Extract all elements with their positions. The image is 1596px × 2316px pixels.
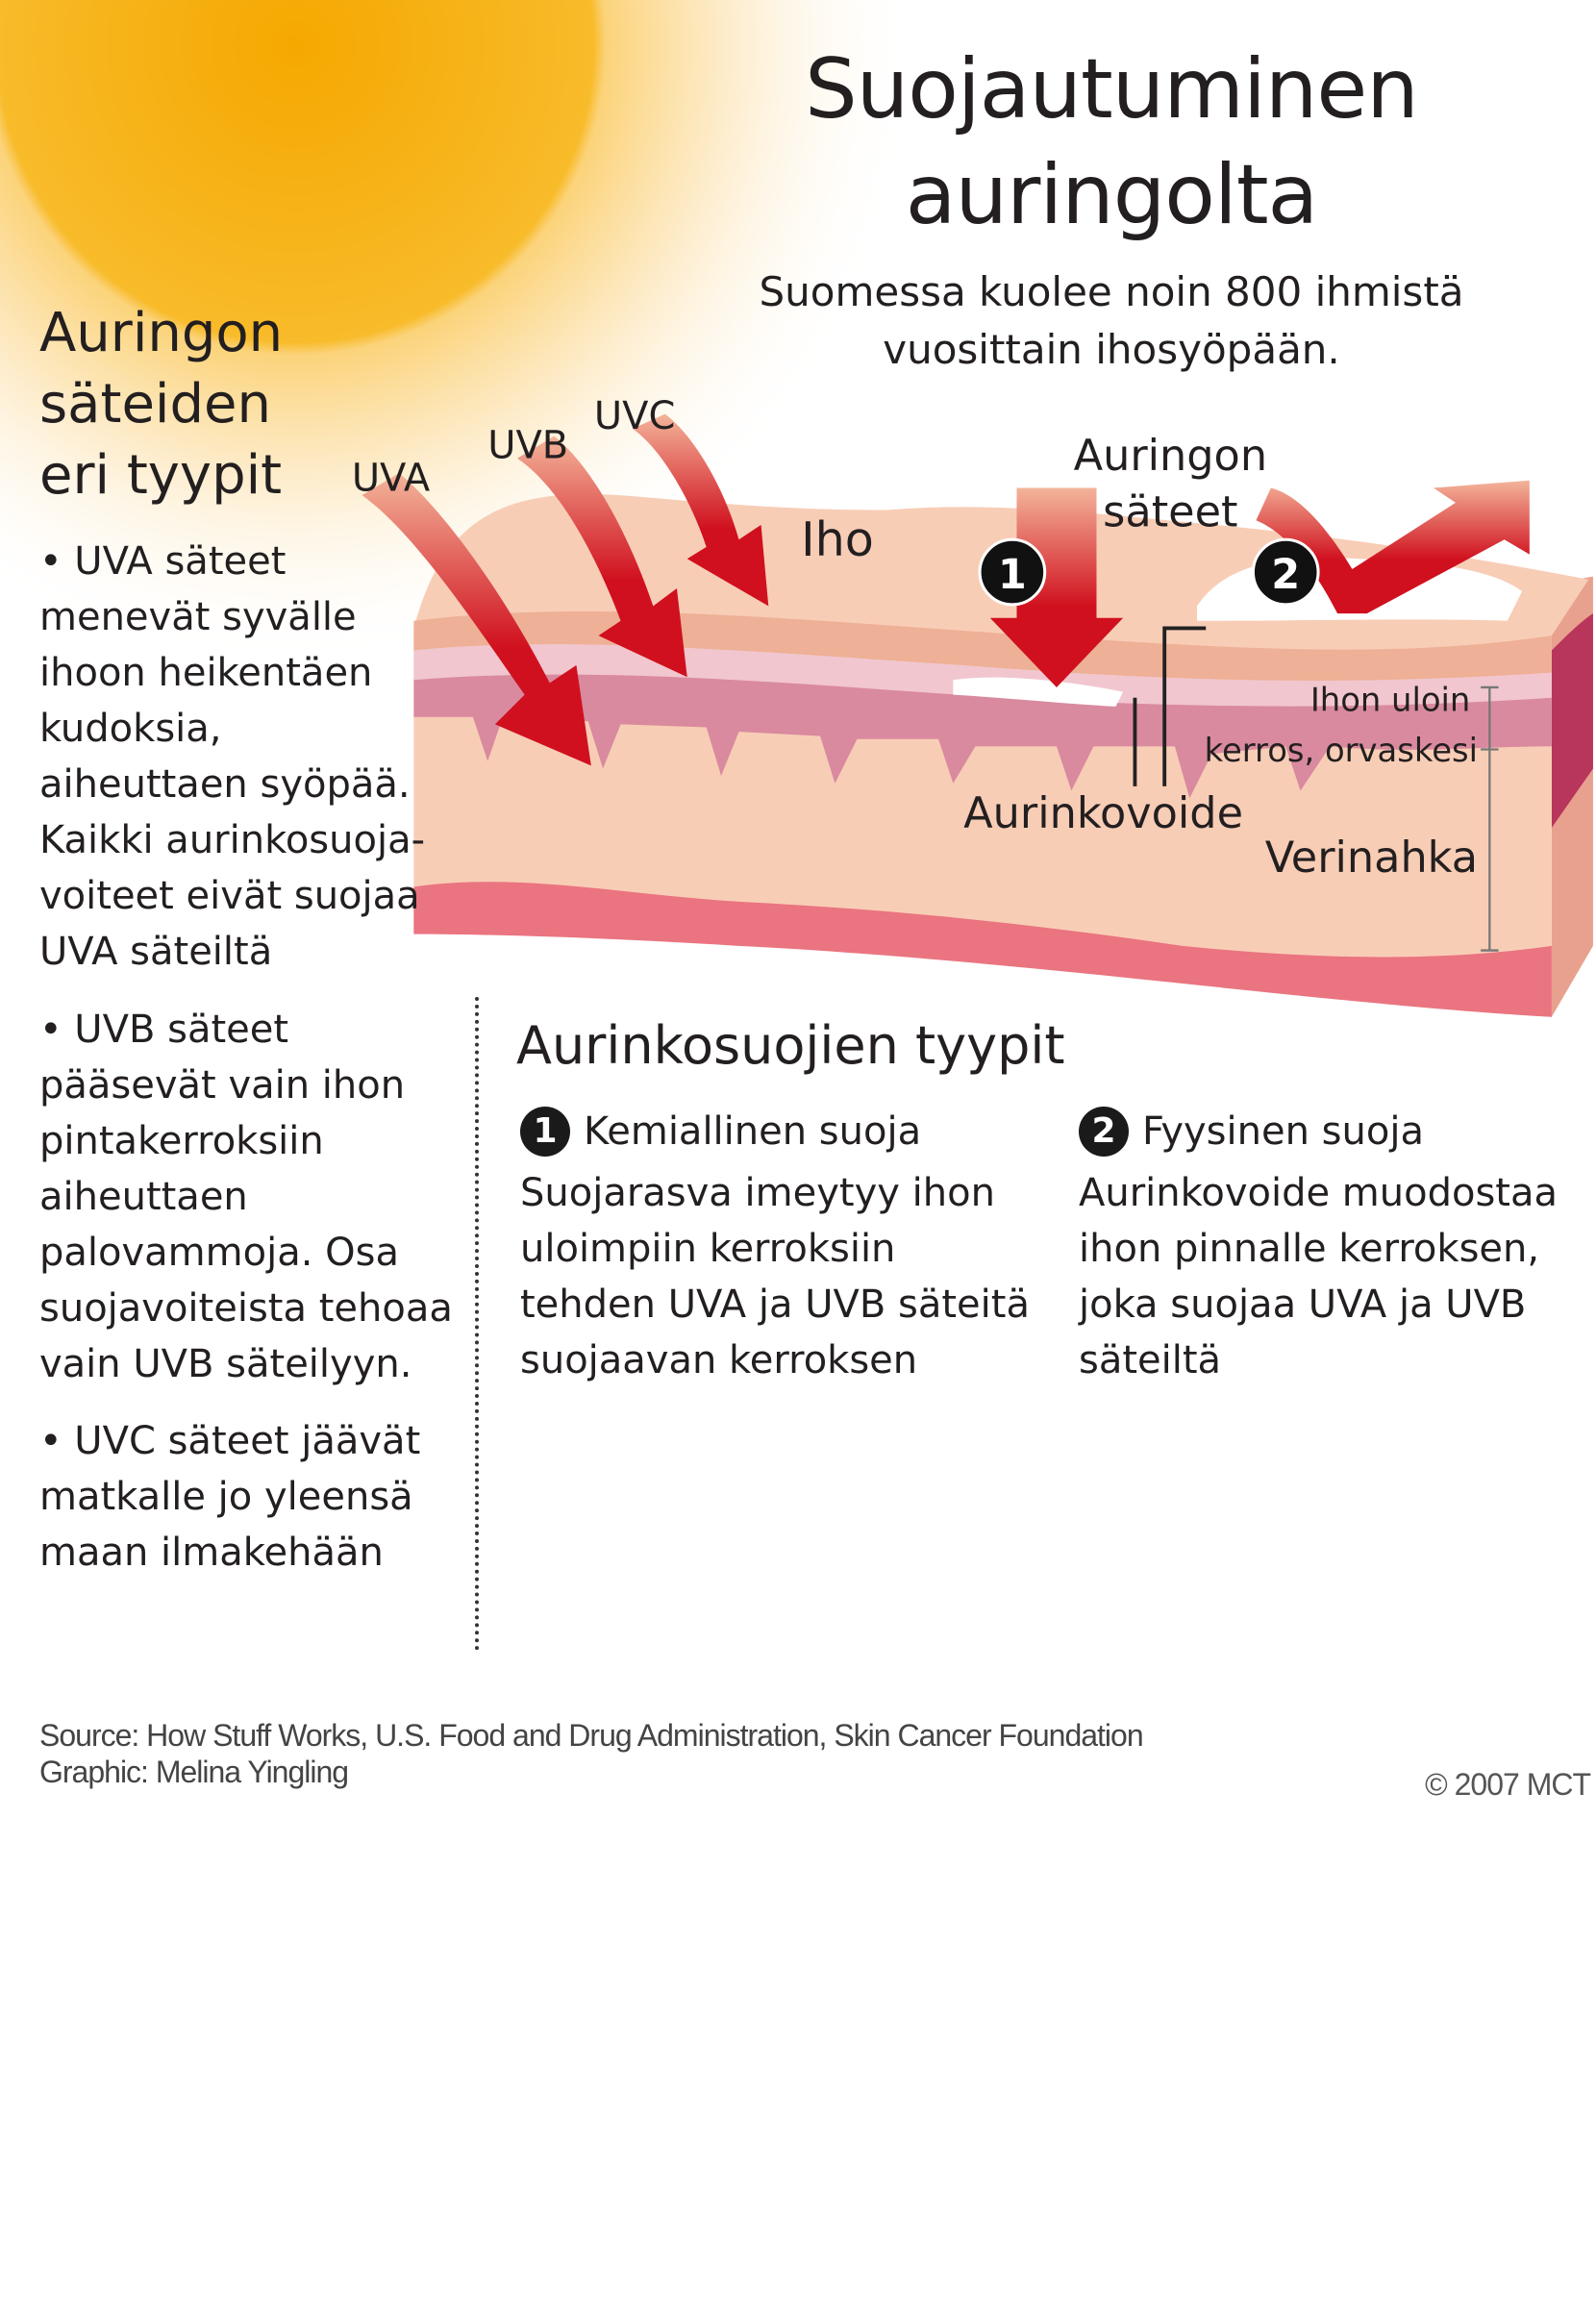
pointer-lines bbox=[1133, 626, 1207, 786]
copyright: © 2007 MCT bbox=[1425, 1767, 1591, 1802]
bullet-line: pintakerroksiin bbox=[39, 1119, 324, 1163]
uvb-arrow-icon bbox=[516, 436, 687, 678]
bullet-line: vain UVB säteilyyn. bbox=[39, 1342, 412, 1386]
uva-arrow-icon bbox=[362, 473, 591, 766]
bullet-line: • UVA säteet bbox=[39, 539, 287, 584]
uvc-arrow-icon bbox=[632, 413, 769, 607]
page-title: Suojautuminen auringolta bbox=[805, 41, 1419, 243]
sun-ray-arrow-1-icon bbox=[989, 487, 1124, 687]
uvb-bullet: • UVB säteet pääsevät vain ihon pintakerro… bbox=[39, 1002, 462, 1392]
iho-label: Iho bbox=[801, 511, 874, 567]
svg-text:1: 1 bbox=[998, 551, 1027, 599]
uva-bullet: • UVA säteet menevät syvälle ihoon heikent… bbox=[39, 534, 462, 980]
sun-rays-label-2: säteet bbox=[1103, 486, 1237, 536]
number-1-icon: 1 bbox=[520, 1107, 570, 1157]
bullet-line: • UVB säteet bbox=[39, 1008, 289, 1052]
bullet-line: pääsevät vain ihon bbox=[39, 1063, 406, 1108]
svg-text:2: 2 bbox=[1271, 551, 1300, 599]
ray-types-heading: Auringon säteiden eri tyypit bbox=[39, 302, 284, 507]
bullet-line: matkalle jo yleensä bbox=[39, 1475, 413, 1519]
uvb-label: UVB bbox=[487, 424, 568, 468]
bullet-line: ihoon heikentäen bbox=[39, 651, 373, 695]
source-credit: Source: How Stuff Works, U.S. Food and D… bbox=[39, 1718, 1144, 1789]
dermis-label: Verinahka bbox=[1265, 833, 1478, 883]
bullet-line: aiheuttaen syöpää. bbox=[39, 762, 411, 807]
bullet-line: • UVC säteet jäävät bbox=[39, 1419, 421, 1463]
bullet-line: kudoksia, bbox=[39, 707, 222, 751]
scale-bar bbox=[1481, 685, 1499, 952]
epidermis-label-1: Ihon uloin bbox=[1310, 682, 1471, 719]
dotted-divider bbox=[475, 997, 479, 1651]
bullet-line: aiheuttaen bbox=[39, 1175, 248, 1219]
subtitle: Suomessa kuolee noin 800 ihmistä vuositt… bbox=[759, 268, 1464, 373]
uva-label: UVA bbox=[352, 457, 430, 501]
bullet-line: UVA säteiltä bbox=[39, 930, 273, 974]
marker-1-icon bbox=[978, 537, 1047, 607]
bullet-line: palovammoja. Osa bbox=[39, 1231, 399, 1275]
sun-ray-arrow-2-icon bbox=[1256, 480, 1530, 614]
number-2-icon: 2 bbox=[1079, 1107, 1129, 1157]
bullet-line: voiteet eivät suojaa bbox=[39, 874, 420, 918]
sunscreen-types-heading: Aurinkosuojien tyypit bbox=[516, 1015, 1065, 1076]
bullet-line: Kaikki aurinkosuoja- bbox=[39, 818, 426, 862]
bullet-line: suojavoiteista tehoaa bbox=[39, 1286, 453, 1331]
uvc-label: UVC bbox=[594, 394, 675, 438]
bullet-line: maan ilmakehään bbox=[39, 1531, 384, 1575]
epidermis-label-2: kerros, orvaskesi bbox=[1205, 732, 1478, 769]
marker-2-icon bbox=[1251, 537, 1320, 607]
bullet-line: menevät syvälle bbox=[39, 595, 357, 639]
uvc-bullet: • UVC säteet jäävät matkalle jo yleensä ma… bbox=[39, 1413, 462, 1581]
sun-rays-label-1: Auringon bbox=[1074, 431, 1267, 481]
sunscreen-label: Aurinkovoide bbox=[963, 788, 1243, 838]
